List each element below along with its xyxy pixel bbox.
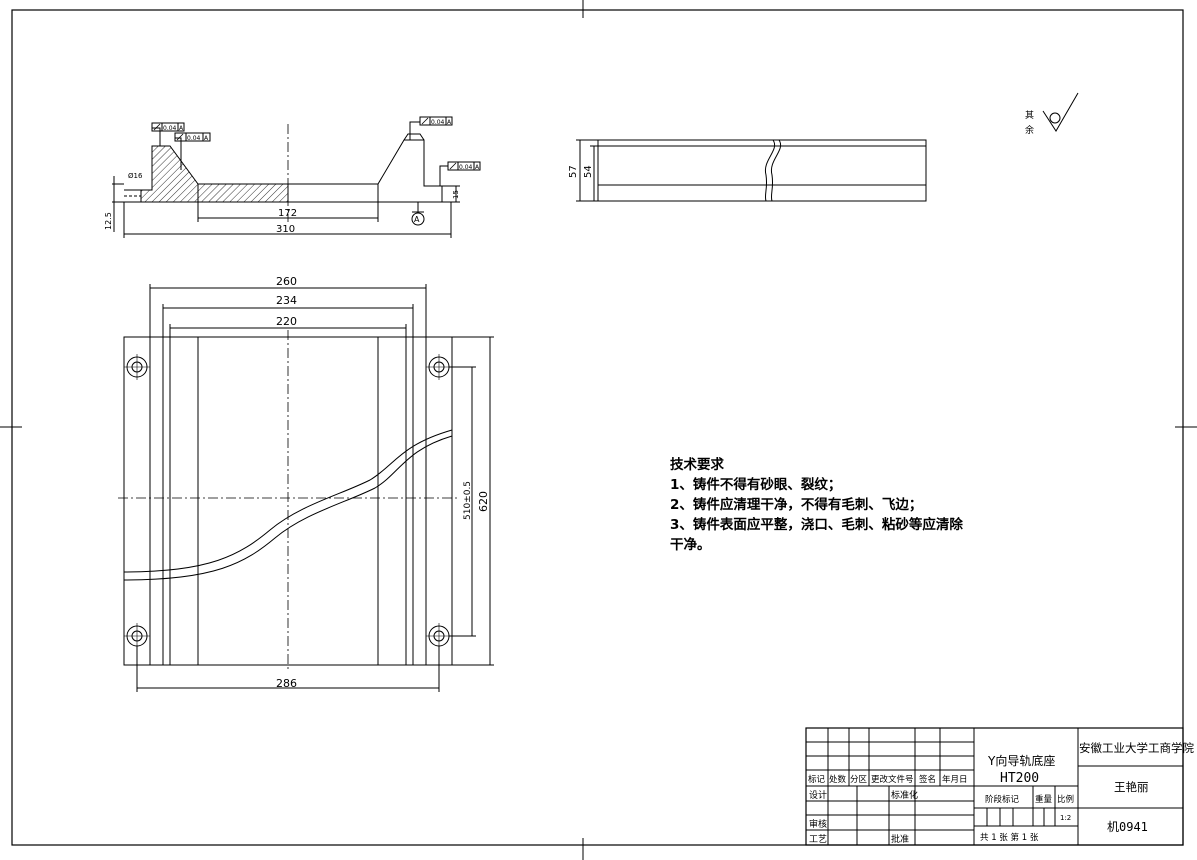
tb-date: 年月日 [942,774,968,785]
tb-material: HT200 [1000,771,1039,786]
tb-ratio: 比例 [1057,794,1074,805]
tb-count: 处数 [829,774,847,785]
gdt-datum-4: A [475,164,480,171]
section-view [112,116,481,238]
tb-part-name: Y向导轨底座 [987,753,1055,768]
mount-hole-tr [426,354,452,380]
tb-sign: 签名 [919,774,936,785]
technical-requirements: 技术要求 1、铸件不得有砂眼、裂纹； 2、铸件应清理干净，不得有毛刺、飞边； 3… [670,455,1030,555]
gdt-frame-4 [447,161,481,171]
tb-mark: 标记 [808,774,826,785]
side-view [576,139,927,202]
svg-text:其: 其 [1025,110,1034,121]
gdt-value-1: 0.04 [163,125,177,132]
dim-15: 15 [452,190,460,199]
surface-roughness-symbol: 其 余 [1025,92,1079,136]
tb-sheets: 共 1 张 第 1 张 [980,832,1039,843]
dim-620: 620 [477,491,490,512]
gdt-frame-2 [174,132,211,142]
title-block [805,727,1184,846]
tb-school: 安徽工业大学工商学院 [1079,741,1194,755]
dim-57: 57 [568,165,579,178]
gdt-datum-3: A [447,119,452,126]
tech-req-title: 技术要求 [670,457,724,473]
mount-hole-tl [124,354,150,380]
tb-approve: 批准 [891,833,909,845]
gdt-frame-3 [419,116,453,126]
tb-zone: 分区 [850,775,868,785]
section-view-labels: 0.04 A 0.04 A 0.04 A 0.04 A 172 310 12.5… [104,119,480,235]
dim-220: 220 [276,315,297,328]
dim-310: 310 [276,224,295,235]
gdt-value-2: 0.04 [187,135,201,142]
gdt-datum-1: A [179,125,184,132]
dim-286: 286 [276,677,297,690]
tb-review: 审核 [809,818,827,830]
tb-standard: 标准化 [891,789,918,801]
dim-234: 234 [276,294,297,307]
tb-author: 王艳丽 [1114,780,1149,794]
svg-text:余: 余 [1025,124,1034,136]
side-view-labels: 57 54 [568,165,594,178]
break-line [123,429,453,573]
tb-scale: 1:2 [1060,814,1071,822]
tb-weight: 重量 [1035,794,1053,805]
gdt-datum-2: A [204,135,209,142]
datum-marker-label: A [414,215,420,224]
section-hatch [140,145,289,203]
tech-req-item-2: 2、铸件应清理干净，不得有毛刺、飞边； [670,497,923,513]
dim-54: 54 [583,165,594,178]
plan-view [118,284,494,692]
tech-req-item-3: 3、铸件表面应平整，浇口、毛刺、粘砂等应清除 [670,517,963,533]
title-block-text: 标记 处数 分区 更改文件号 签名 年月日 设计 标准化 审核 工艺 批准 Y向… [808,741,1194,845]
dim-12-5: 12.5 [104,212,113,230]
mount-hole-bl [124,623,150,649]
gdt-value-4: 0.04 [459,164,473,171]
tb-drawing-no: 机0941 [1107,820,1148,834]
tb-process: 工艺 [809,834,827,845]
tb-stage-mark: 阶段标记 [985,794,1020,805]
tech-req-item-1: 1、铸件不得有砂眼、裂纹； [670,477,842,493]
section-profile-right [288,139,443,203]
tb-change-doc: 更改文件号 [871,774,914,785]
dim-260: 260 [276,275,297,288]
mount-hole-br [426,623,452,649]
dim-510: 510±0.5 [463,481,473,520]
plan-view-labels: 260 234 220 286 510±0.5 620 [276,275,490,690]
gdt-frame-1 [151,122,185,132]
gdt-value-3: 0.04 [431,119,445,126]
dim-172: 172 [278,208,297,219]
tb-design: 设计 [809,789,827,801]
tech-req-item-4: 干净。 [670,537,711,553]
dim-phi16: Ø16 [128,172,143,180]
